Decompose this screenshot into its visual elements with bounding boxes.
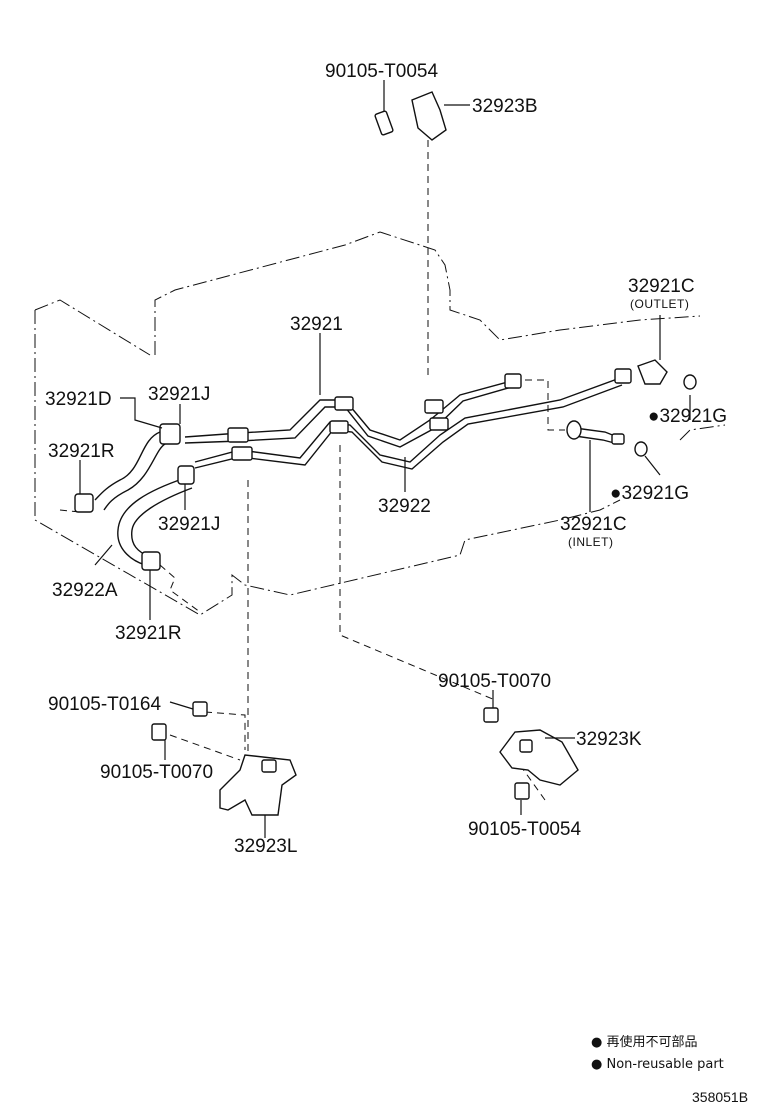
label-hose-d: 32921D (45, 389, 112, 410)
label-clip-j-bottom: 32921J (158, 514, 220, 535)
label-bracket-k: 32923K (576, 729, 642, 750)
top-bolt-and-clamp (374, 91, 447, 141)
label-gasket-lower: ●32921G (610, 483, 689, 504)
label-clamp-top: 32923B (472, 96, 538, 117)
dashed-leaders (59, 140, 565, 801)
label-gasket-upper: ●32921G (648, 406, 727, 427)
label-bolt-0070-right: 90105-T0070 (438, 671, 551, 692)
bracket-32923l (219, 754, 297, 816)
label-outlet-pipe: 32921C (628, 276, 695, 297)
hoses (74, 423, 195, 571)
label-bolt-top: 90105-T0054 (325, 61, 438, 82)
label-outlet-sub: (OUTLET) (630, 297, 689, 311)
part-labels: 90105-T0054 32923B 32921C (OUTLET) 32921… (45, 61, 727, 857)
tube-assembly (184, 368, 632, 470)
label-leaders (79, 80, 691, 838)
inlet-pipe (566, 420, 648, 457)
label-tube-return: 32922 (378, 496, 431, 517)
label-clip-r-bottom: 32921R (115, 623, 182, 644)
label-bolt-0054-right: 90105-T0054 (468, 819, 581, 840)
transmission-outline (34, 231, 726, 616)
legend-en: ● Non-reusable part (591, 1057, 724, 1072)
label-bracket-l: 32923L (234, 836, 297, 857)
lower-bolts (151, 701, 530, 800)
label-inlet-pipe: 32921C (560, 514, 627, 535)
legend-jp: ● 再使用不可部品 (591, 1034, 697, 1050)
bracket-32923k (499, 729, 579, 786)
label-clip-r-top: 32921R (48, 441, 115, 462)
reference-code: 358051B (692, 1089, 748, 1105)
legend: ● 再使用不可部品 ● Non-reusable part (591, 1034, 724, 1072)
label-bolt-0070-left: 90105-T0070 (100, 762, 213, 783)
label-clip-j-top: 32921J (148, 384, 210, 405)
label-tube-main: 32921 (290, 314, 343, 335)
label-hose-a: 32922A (52, 580, 118, 601)
outlet-pipe (637, 359, 697, 390)
label-bolt-0164: 90105-T0164 (48, 694, 161, 715)
label-inlet-sub: (INLET) (568, 535, 614, 549)
